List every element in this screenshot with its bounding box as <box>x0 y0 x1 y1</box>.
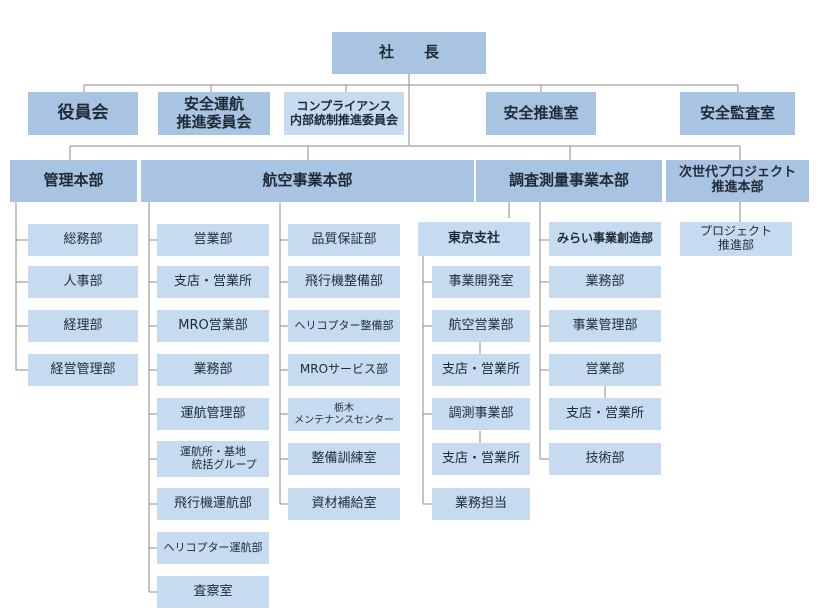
project-promotion-dept: プロジェクト 推進部 <box>680 222 792 256</box>
mgmt-dept-2: 人事部 <box>28 266 138 298</box>
aviation-c2-dept-3: ヘリコプター整備部 <box>288 310 400 342</box>
safety-promotion-box: 安全推進室 <box>486 92 596 135</box>
aviation-c2-dept-7: 資材補給室 <box>288 488 400 520</box>
aviation-c2-dept-2: 飛行機整備部 <box>288 266 400 298</box>
officers-box: 役員会 <box>28 92 138 135</box>
aviation-c1-dept-7: 飛行機運航部 <box>157 488 269 520</box>
tokyo-branch-box: 東京支社 <box>418 222 530 256</box>
aviation-c1-dept-1: 営業部 <box>157 224 269 256</box>
flight-safety-committee-box: 安全運航 推進委員会 <box>158 92 270 135</box>
mgmt-dept-4: 経営管理部 <box>28 354 138 386</box>
tokyo-dept-5: 支店・営業所 <box>432 443 530 475</box>
survey-c2-dept-1: 業務部 <box>549 266 661 298</box>
aviation-c1-dept-9: 査察室 <box>157 576 269 608</box>
tokyo-dept-1: 事業開発室 <box>432 266 530 298</box>
survey-c2-dept-4: 支店・営業所 <box>549 398 661 430</box>
aviation-division: 航空事業本部 <box>141 160 474 202</box>
mgmt-dept-3: 経理部 <box>28 310 138 342</box>
president-box: 社 長 <box>332 32 486 74</box>
aviation-c1-dept-4: 業務部 <box>157 354 269 386</box>
aviation-c2-dept-4: MROサービス部 <box>288 354 400 386</box>
tokyo-dept-6: 業務担当 <box>432 488 530 520</box>
aviation-c2-dept-6: 整備訓練室 <box>288 443 400 475</box>
tokyo-dept-4: 調測事業部 <box>432 398 530 430</box>
next-gen-division: 次世代プロジェクト 推進本部 <box>666 160 809 202</box>
safety-audit-box: 安全監査室 <box>680 92 795 135</box>
tokyo-dept-2: 航空営業部 <box>432 310 530 342</box>
aviation-c2-dept-5: 栃木 メンテナンスセンター <box>288 398 400 431</box>
aviation-c1-dept-8: ヘリコプター運航部 <box>157 532 269 564</box>
survey-c2-dept-2: 事業管理部 <box>549 310 661 342</box>
aviation-c1-dept-3: MRO営業部 <box>157 310 269 342</box>
survey-division: 調査測量事業本部 <box>476 160 662 202</box>
survey-c2-dept-5: 技術部 <box>549 443 661 475</box>
aviation-c1-dept-6: 運航所・基地 統括グループ <box>157 441 269 477</box>
mgmt-dept-1: 総務部 <box>28 224 138 256</box>
mirai-dept-box: みらい事業創造部 <box>549 222 661 256</box>
survey-c2-dept-3: 営業部 <box>549 354 661 386</box>
aviation-c1-dept-5: 運航管理部 <box>157 398 269 430</box>
management-division: 管理本部 <box>10 160 137 202</box>
tokyo-dept-3: 支店・営業所 <box>432 354 530 386</box>
aviation-c2-dept-1: 品質保証部 <box>288 224 400 256</box>
compliance-committee-box: コンプライアンス 内部統制推進委員会 <box>284 92 404 135</box>
aviation-c1-dept-2: 支店・営業所 <box>157 266 269 298</box>
